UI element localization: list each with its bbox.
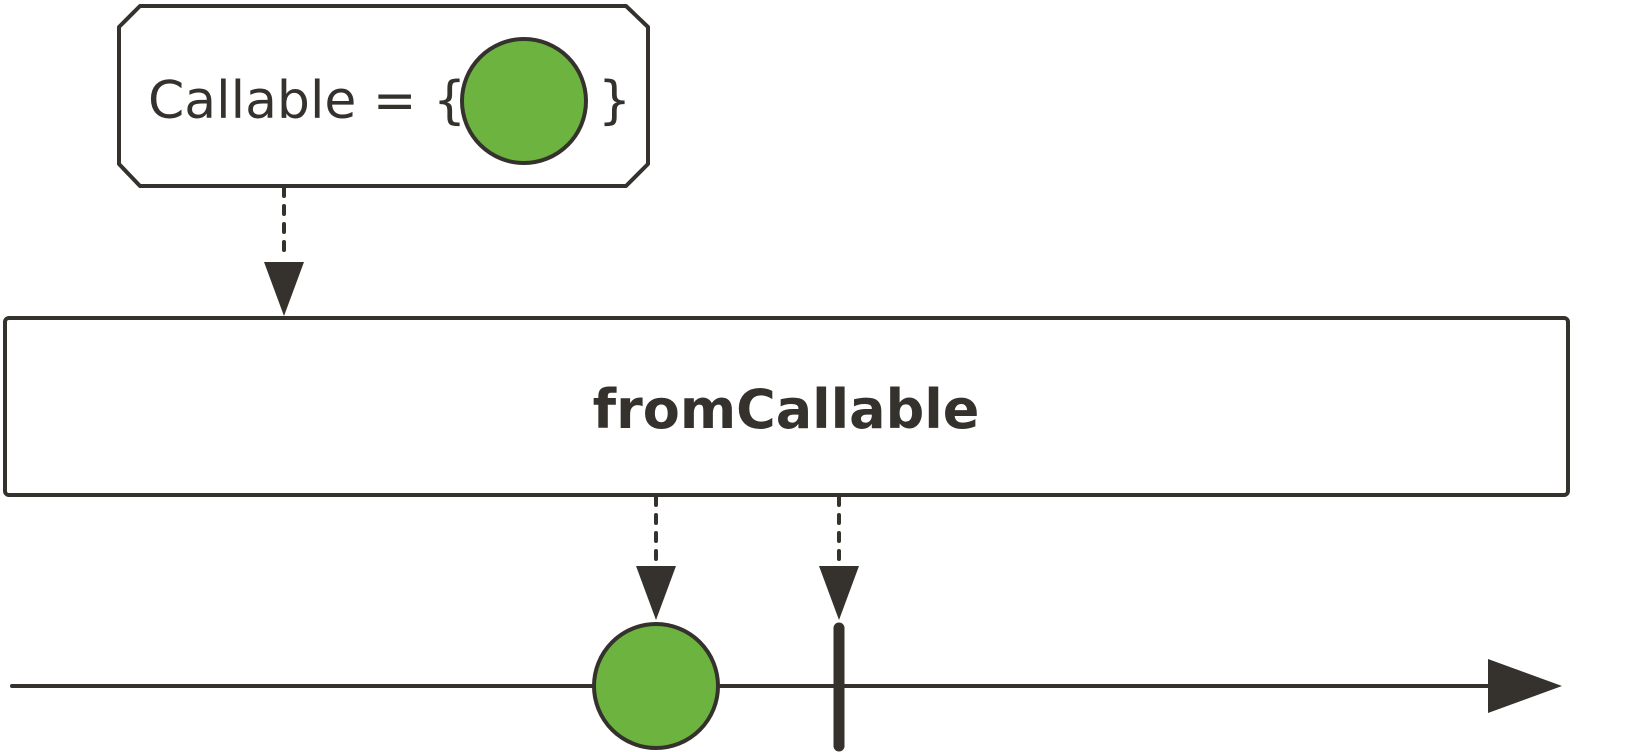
operator-label: fromCallable: [593, 378, 980, 441]
emitted-item-icon: [592, 622, 720, 750]
operator-box: [3, 316, 1570, 497]
callable-item-icon: [460, 37, 588, 165]
callable-connector-arrowhead: [264, 262, 304, 316]
timeline-arrow-icon: [1488, 659, 1562, 713]
callable-box-prefix: Callable = {: [148, 71, 466, 131]
callable-box-suffix: }: [598, 71, 631, 131]
completion-connector-arrowhead: [819, 566, 859, 620]
item-connector-arrowhead: [636, 566, 676, 620]
